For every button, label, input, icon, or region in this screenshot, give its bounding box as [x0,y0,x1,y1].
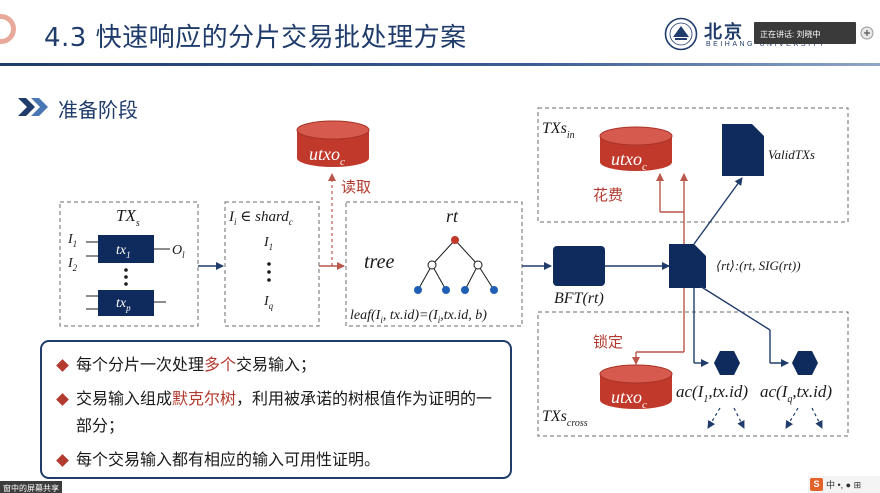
bullet-text: 交易输入组成 [76,391,173,408]
tx-block-first-label: tx1 [116,243,131,260]
utxo-database-spend-top [599,126,673,146]
read-label: 读取 [341,179,371,196]
utxo-database-lock-label: utxoc [611,387,647,411]
tree-edge [431,264,447,291]
bullet-highlight: 多个 [204,357,237,374]
tree-edge [417,264,433,291]
section-label: 准备阶段 [58,98,138,122]
ellipsis-dot [124,282,128,286]
ac-last-hexagon-icon [792,351,818,375]
tree-edge [477,264,495,291]
tx-batch-title: TXs [116,206,140,229]
double-chevron-icon [18,98,48,116]
bullet-text: ，利用被承诺的树根值作为证明的一部分； [76,391,493,435]
tree-leaf-node [414,286,422,294]
ac-output-dashed [707,407,721,429]
shard-input-last: Iq [263,294,274,311]
arrow-proof-ac-last [699,285,771,331]
tree-edge [431,239,456,266]
arrow-proof-valid [693,177,743,245]
utxo-database-lock-top [599,364,673,384]
txs-in-group [537,107,849,223]
tx-input-first: I1 [67,232,77,249]
university-subtitle: BEIHANG UNIVERSITY [706,41,827,48]
bullet-text: 交易输入； [236,357,317,374]
ellipsis-dot [267,270,271,274]
tree-edge [464,264,479,291]
tx-input-second: I2 [67,256,78,273]
spend-label: 花费 [593,187,623,204]
bft-label: BFT(rt) [554,290,604,307]
shard-inputs-box [224,201,320,327]
slide-title: 4.3 快速响应的分片交易批处理方案 [44,23,467,53]
university-seal-icon [664,17,698,51]
slide-header: 4.3 快速响应的分片交易批处理方案 北京 BEIHANG UNIVERSITY… [0,0,880,66]
utxo-database-read-top [296,120,370,140]
proof-label: ⟨rt⟩:(rt, SIG(rt)) [716,258,801,273]
merkle-root-label: rt [446,206,459,226]
shard-input-first: I1 [263,235,273,252]
tx-block-first [98,235,154,263]
ac-last-label: ac(Iq,tx.id) [760,382,832,405]
ac-first-hexagon-icon [714,351,740,375]
txs-in-label: TXsin [542,120,575,141]
summary-bullet: 交易输入组成默克尔树，利用被承诺的树根值作为证明的一部分； [56,386,496,440]
ac-output-dashed [785,407,799,429]
ellipsis-dot [124,275,128,279]
input-method-status[interactable]: 中 •, ● ⊞ [826,480,862,490]
bullet-diamond-icon [56,454,69,467]
bullet-text: 每个交易输入都有相应的输入可用性证明。 [76,452,381,469]
ac-output-dashed [733,407,745,429]
ellipsis-dot [267,278,271,282]
bullet-highlight: 默克尔树 [172,391,237,408]
input-method-tray[interactable]: S 中 •, ● ⊞ [808,476,880,493]
ac-first-label: ac(I1,tx.id) [676,382,748,405]
tree-leaf-node [461,286,469,294]
txs-cross-label: TXscross [542,408,588,429]
utxo-database-read-label: utxoc [309,144,345,168]
input-method-logo-icon[interactable]: S [810,478,823,491]
valid-txs-label: ValidTXs [768,147,815,162]
bullet-diamond-icon [56,359,69,372]
leaf-formula: leaf(Ii, tx.id)=(Ii,tx.id, b) [350,308,487,325]
shard-membership: Ii ∈ shardc [228,209,293,227]
bullet-text: 每个分片一次处理 [76,357,205,374]
header-accent-ring [0,14,16,44]
ellipsis-dot [267,262,271,266]
screen-share-indicator[interactable]: 窗中的屏幕共享 [0,481,62,493]
proof-document-icon [669,244,706,288]
utxo-database-spend [600,136,672,171]
tree-inner-node [473,260,483,270]
tx-batch-box [59,201,199,327]
lock-label: 锁定 [593,334,623,351]
summary-bullet: 每个分片一次处理多个交易输入； [56,352,496,379]
ac-output-dashed [811,407,823,429]
summary-callout: 每个分片一次处理多个交易输入； 交易输入组成默克尔树，利用被承诺的树根值作为证明… [40,340,512,479]
expand-icon[interactable] [860,26,874,40]
tree-root-node [451,236,459,244]
utxo-database-spend-label: utxoc [611,149,647,173]
ellipsis-dot [124,268,128,272]
txs-cross-group [537,311,849,437]
valid-txs-document-icon [722,124,764,176]
merkle-tree-box [345,201,523,327]
tree-inner-node [427,260,437,270]
header-rule [0,63,880,66]
tree-leaf-node [442,286,450,294]
tree-edge [454,239,479,266]
university-name: 北京 [704,22,744,43]
speaking-indicator: 正在讲话: 刘晓中 [754,22,856,44]
summary-bullet: 每个交易输入都有相应的输入可用性证明。 [56,447,496,474]
bullet-diamond-icon [56,393,69,406]
utxo-database-read [297,130,369,167]
tx-block-last-label: txp [116,296,131,313]
utxo-database-lock [600,374,672,409]
tree-label: tree [364,251,394,273]
tx-block-last [98,290,154,316]
tree-leaf-node [490,286,498,294]
tx-output: Ol [172,243,185,260]
bft-block [553,246,605,286]
